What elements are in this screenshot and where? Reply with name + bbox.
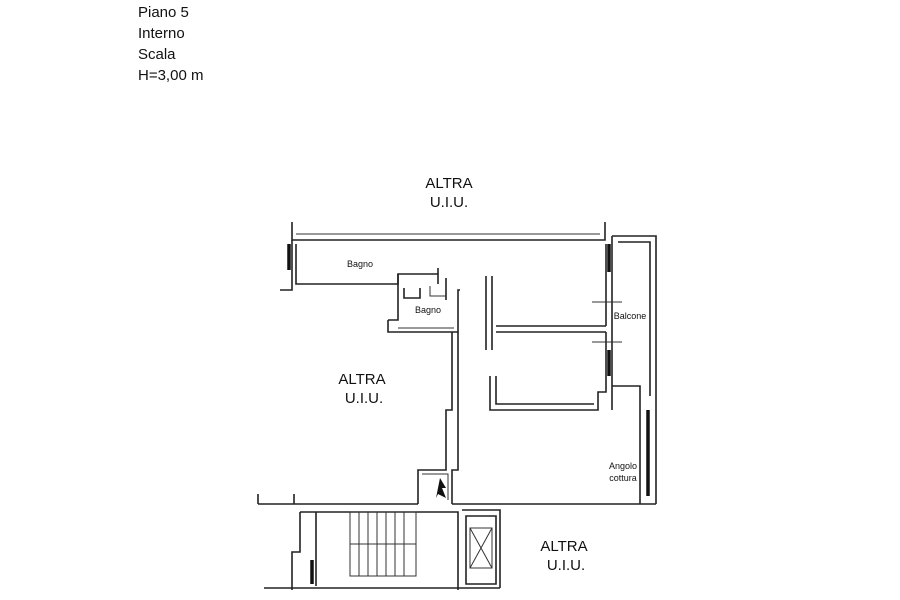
angolo-label: Angolo bbox=[609, 461, 637, 471]
balcone-label: Balcone bbox=[614, 311, 647, 321]
staircase-icon bbox=[349, 511, 417, 577]
altra-top-line2: U.I.U. bbox=[430, 194, 468, 211]
header-info: Piano 5 Interno Scala H=3,00 m bbox=[138, 2, 203, 86]
interno-label: Interno bbox=[138, 25, 185, 42]
outer-walls bbox=[257, 222, 657, 590]
altra-top-line1: ALTRA bbox=[425, 175, 472, 192]
height-label: H=3,00 m bbox=[138, 67, 204, 84]
bagno-label-small: Bagno bbox=[415, 305, 441, 315]
scala-label: Scala bbox=[138, 46, 176, 63]
lift-icon bbox=[469, 527, 493, 569]
floor-label: Piano 5 bbox=[138, 4, 189, 21]
altra-bottom-line1: ALTRA bbox=[540, 538, 587, 555]
altra-bottom-line2: U.I.U. bbox=[547, 557, 585, 574]
bagno-label-top: Bagno bbox=[347, 259, 373, 269]
altra-left-line1: ALTRA bbox=[338, 371, 385, 388]
cottura-label: cottura bbox=[609, 473, 637, 483]
north-arrow-icon bbox=[436, 478, 446, 498]
windows bbox=[287, 244, 650, 584]
altra-left-line2: U.I.U. bbox=[345, 390, 383, 407]
